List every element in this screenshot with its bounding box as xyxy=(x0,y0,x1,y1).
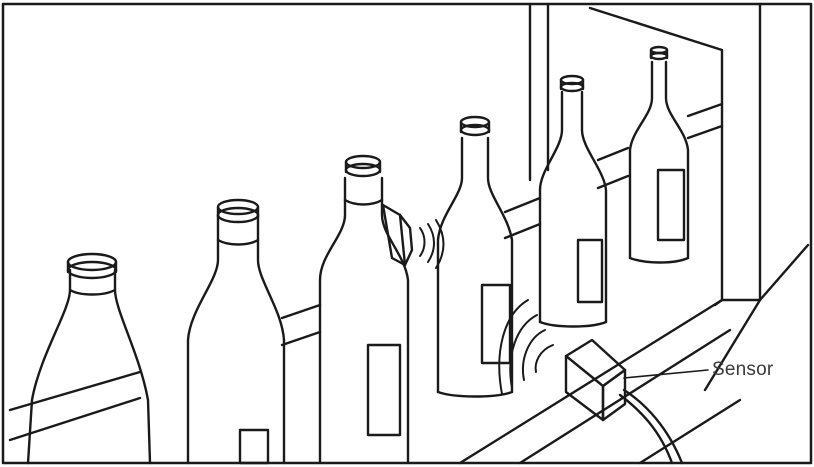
bottle xyxy=(188,200,284,463)
bottle xyxy=(630,47,688,263)
sensor-cable xyxy=(620,390,682,463)
bottle xyxy=(438,117,512,397)
bottle xyxy=(540,76,606,327)
emitter-block xyxy=(383,205,412,265)
detection-waves xyxy=(499,300,553,394)
wall-panel xyxy=(530,4,808,305)
sensor-callout-label: Sensor xyxy=(712,359,773,381)
detection-waves xyxy=(420,220,444,268)
bottle xyxy=(320,156,408,463)
bottle xyxy=(28,254,150,463)
proximity-sensor xyxy=(566,340,625,420)
